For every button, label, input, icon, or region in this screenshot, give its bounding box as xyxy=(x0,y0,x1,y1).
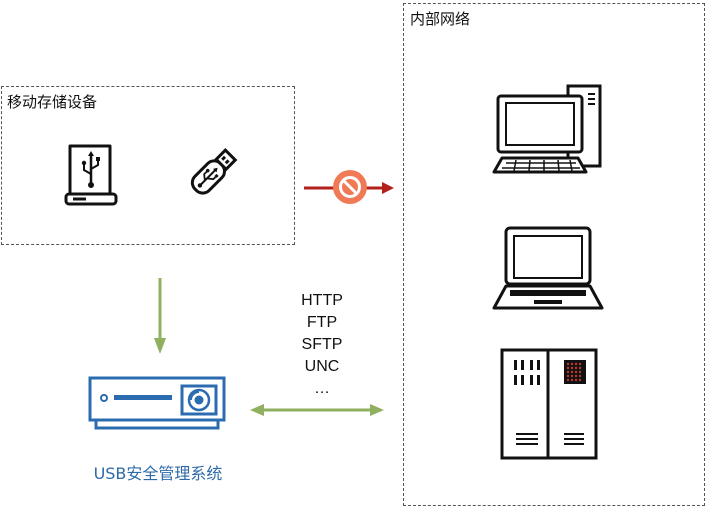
protocol-http: HTTP xyxy=(301,292,343,309)
internal-network-title: 内部网络 xyxy=(410,10,471,28)
usb-stick-icon xyxy=(190,148,238,195)
block-icon xyxy=(333,170,367,204)
usb-system-label: USB安全管理系统 xyxy=(93,464,223,483)
usb-drive-icon xyxy=(64,144,118,206)
server-rack-icon xyxy=(500,348,598,460)
protocol-list: HTTP FTP SFTP UNC … xyxy=(282,290,362,400)
protocol-unc: UNC xyxy=(304,358,340,375)
removable-storage-title: 移动存储设备 xyxy=(7,93,98,111)
usb-security-appliance-icon xyxy=(88,376,226,430)
protocol-ftp: FTP xyxy=(306,314,338,331)
protocol-sftp: SFTP xyxy=(301,336,343,353)
green-down-arrow xyxy=(154,278,166,354)
protocol-ellipsis: … xyxy=(314,380,330,397)
desktop-computer-icon xyxy=(492,84,602,174)
laptop-icon xyxy=(492,226,604,310)
removable-storage-box xyxy=(1,86,295,245)
green-bidirectional-arrow xyxy=(250,404,384,416)
internal-network-box xyxy=(403,3,705,506)
